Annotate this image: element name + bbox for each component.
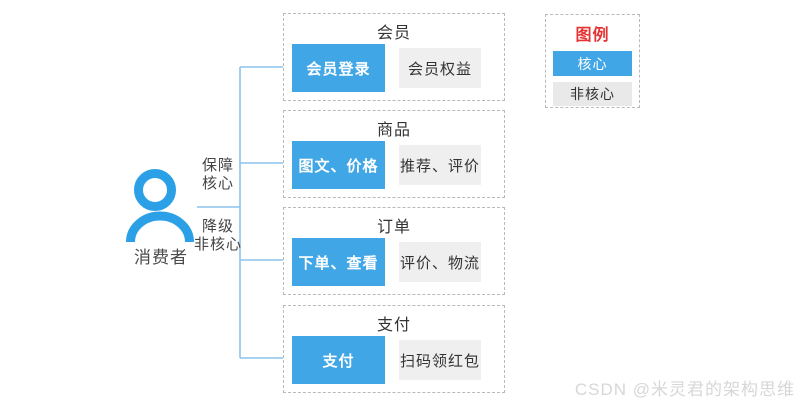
noncore-chip: 会员权益 [399, 48, 481, 88]
legend-core-chip: 核心 [553, 51, 632, 76]
module-card-product: 商品 图文、价格 推荐、评价 [283, 110, 505, 198]
chip-row: 会员登录 会员权益 [292, 44, 496, 92]
chip-row: 下单、查看 评价、物流 [292, 238, 496, 286]
legend-box: 图例 核心 非核心 [545, 14, 640, 108]
module-title: 订单 [376, 219, 411, 236]
edge-label-core-line2: 核心 [201, 175, 234, 192]
edge-label-noncore: 降级 非核心 [188, 218, 248, 254]
core-chip: 图文、价格 [292, 141, 385, 189]
chip-row: 图文、价格 推荐、评价 [292, 141, 496, 189]
module-card-member: 会员 会员登录 会员权益 [283, 13, 505, 101]
watermark-text: CSDN @米灵君的架构思维 [574, 380, 795, 399]
legend-noncore-chip: 非核心 [553, 82, 632, 106]
module-card-order: 订单 下单、查看 评价、物流 [283, 207, 505, 295]
module-title: 支付 [376, 317, 411, 334]
legend-title: 图例 [575, 27, 610, 44]
noncore-chip: 推荐、评价 [399, 145, 481, 185]
edge-label-core: 保障 核心 [193, 157, 243, 193]
consumer-label: 消费者 [134, 248, 188, 267]
noncore-chip: 评价、物流 [399, 242, 481, 282]
core-chip: 下单、查看 [292, 238, 385, 286]
core-chip: 会员登录 [292, 44, 385, 92]
edge-label-noncore-line2: 非核心 [193, 236, 242, 253]
core-chip: 支付 [292, 336, 385, 384]
module-card-payment: 支付 支付 扫码领红包 [283, 305, 505, 393]
edge-label-core-line1: 保障 [201, 157, 234, 174]
chip-row: 支付 扫码领红包 [292, 336, 496, 384]
consumer-person-icon [126, 169, 194, 243]
noncore-chip: 扫码领红包 [399, 340, 481, 380]
module-title: 商品 [376, 122, 411, 139]
module-title: 会员 [376, 25, 411, 42]
edge-label-noncore-line1: 降级 [201, 218, 234, 235]
